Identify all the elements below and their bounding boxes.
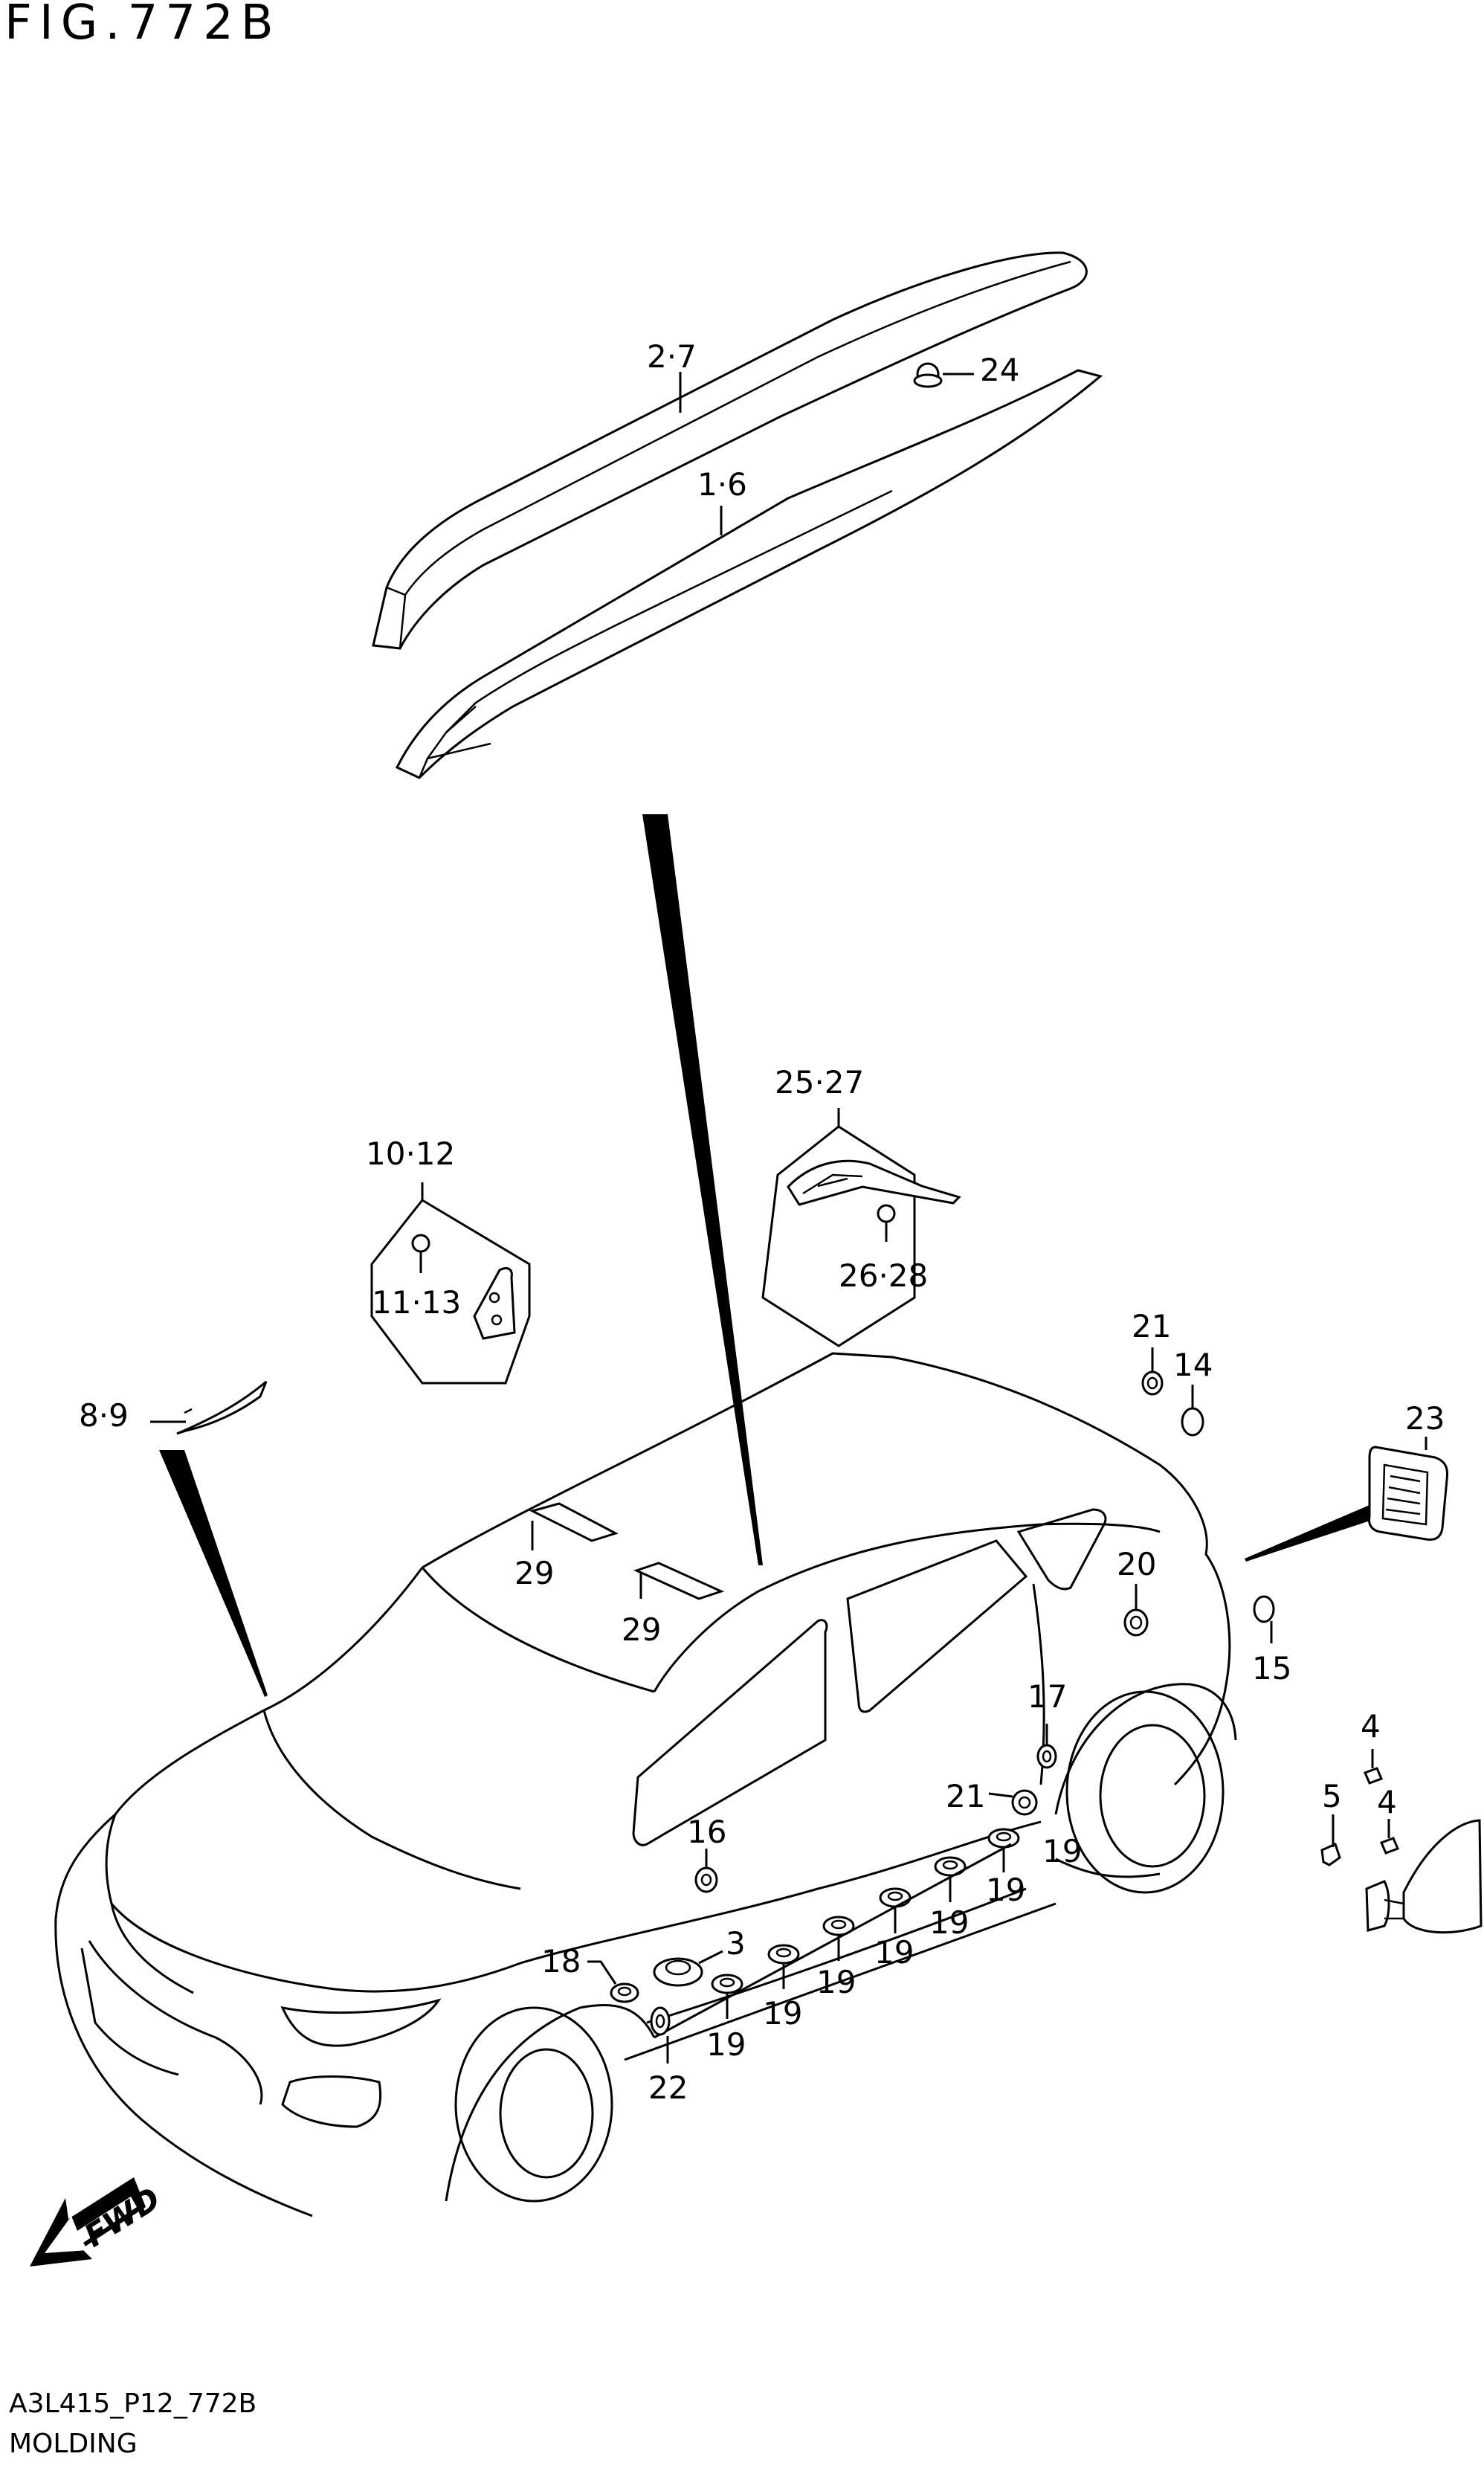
leader-19-vertical [726,1847,1005,2019]
grommet-19-row [711,1828,1020,1994]
grommet-17[interactable] [1036,1744,1057,1769]
pillar-trim-25[interactable] [787,1159,961,1206]
clip-4-b[interactable] [1380,1819,1399,1855]
callout-5: 5 [1322,1778,1342,1814]
leader-wedge-8-9 [159,1450,268,1697]
callout-17: 17 [1027,1678,1067,1715]
callout-26-28: 26·28 [839,1257,928,1294]
grommet-16[interactable] [694,1866,718,1893]
roof-rail-lower[interactable] [395,369,1103,779]
vehicle-body-outline [54,1352,1237,2217]
plug-14[interactable] [1181,1407,1204,1437]
callout-14: 14 [1173,1347,1213,1383]
inset-25-27 [761,1125,961,1347]
leader-21-mid [988,1792,1013,1798]
callout-4-b: 4 [1377,1784,1397,1820]
callout-25-27: 25·27 [775,1064,864,1101]
figure-caption: MOLDING [9,2429,138,2459]
leader-wedge-23 [1245,1505,1377,1562]
callout-29-b: 29 [622,1611,661,1648]
nut-24[interactable] [913,362,943,388]
roof-tape-29-a[interactable] [529,1502,619,1542]
callout-21-mid: 21 [946,1778,985,1814]
callout-10-12: 10·12 [366,1135,455,1172]
panel-23[interactable] [1368,1446,1449,1541]
leader-18 [587,1960,617,1985]
grommet-21-top[interactable] [1141,1370,1164,1396]
cap-3[interactable] [653,1957,703,1987]
inset-10-12 [370,1199,531,1385]
clip-5[interactable] [1320,1814,1341,1866]
callout-19-g: 19 [1042,1833,1082,1869]
clip-26[interactable] [877,1204,896,1234]
molding-8-9[interactable] [176,1380,268,1435]
grommet-21-mid[interactable] [1011,1789,1038,1816]
grommet-19-6[interactable] [987,1828,1020,1849]
forward-direction-arrow: FWD [30,2177,167,2267]
callout-18: 18 [541,1943,581,1979]
callout-2-7: 2·7 [647,338,697,375]
pillar-garnish-10[interactable] [473,1267,516,1340]
callout-23: 23 [1405,1400,1445,1437]
callout-19-f: 19 [706,2026,746,2063]
leader-wedge-roof [642,814,763,1565]
drawing-code: A3L415_P12_772B [9,2388,257,2419]
leader-3 [698,1950,723,1965]
grommet-22[interactable] [650,2006,671,2036]
clip-4-a[interactable] [1364,1749,1383,1785]
callout-1-6: 1·6 [697,466,747,503]
callout-19-c: 19 [874,1934,914,1971]
clip-11[interactable] [411,1234,430,1264]
callout-3: 3 [726,1925,746,1962]
grommet-19-2[interactable] [767,1944,800,1965]
callout-4-a: 4 [1361,1708,1381,1744]
callout-19-a: 19 [986,1872,1025,1908]
grommet-19-4[interactable] [879,1887,912,1908]
callout-19-b: 19 [929,1904,969,1941]
callout-8-9: 8·9 [79,1397,129,1434]
roof-rail-upper[interactable] [372,251,1088,650]
figure-title: FIG.772B [4,0,281,51]
callout-21-top: 21 [1132,1308,1171,1344]
callout-22: 22 [648,2069,688,2106]
callout-16: 16 [687,1814,726,1850]
callout-24: 24 [980,352,1019,388]
grommet-20[interactable] [1123,1608,1149,1637]
roof-tape-29-b[interactable] [633,1562,725,1600]
callout-15: 15 [1252,1650,1291,1686]
grommet-19-1[interactable] [711,1974,743,1994]
plug-15[interactable] [1253,1595,1275,1623]
callout-29-a: 29 [514,1555,554,1591]
grommet-18[interactable] [610,1982,639,2003]
callout-19-e: 19 [763,1995,802,2032]
fuel-lid[interactable] [1365,1819,1483,1934]
callout-11-13: 11·13 [372,1284,461,1321]
leader-19-connector [654,1843,1012,2039]
callout-20: 20 [1117,1546,1156,1582]
callout-19-d: 19 [816,1964,856,2000]
